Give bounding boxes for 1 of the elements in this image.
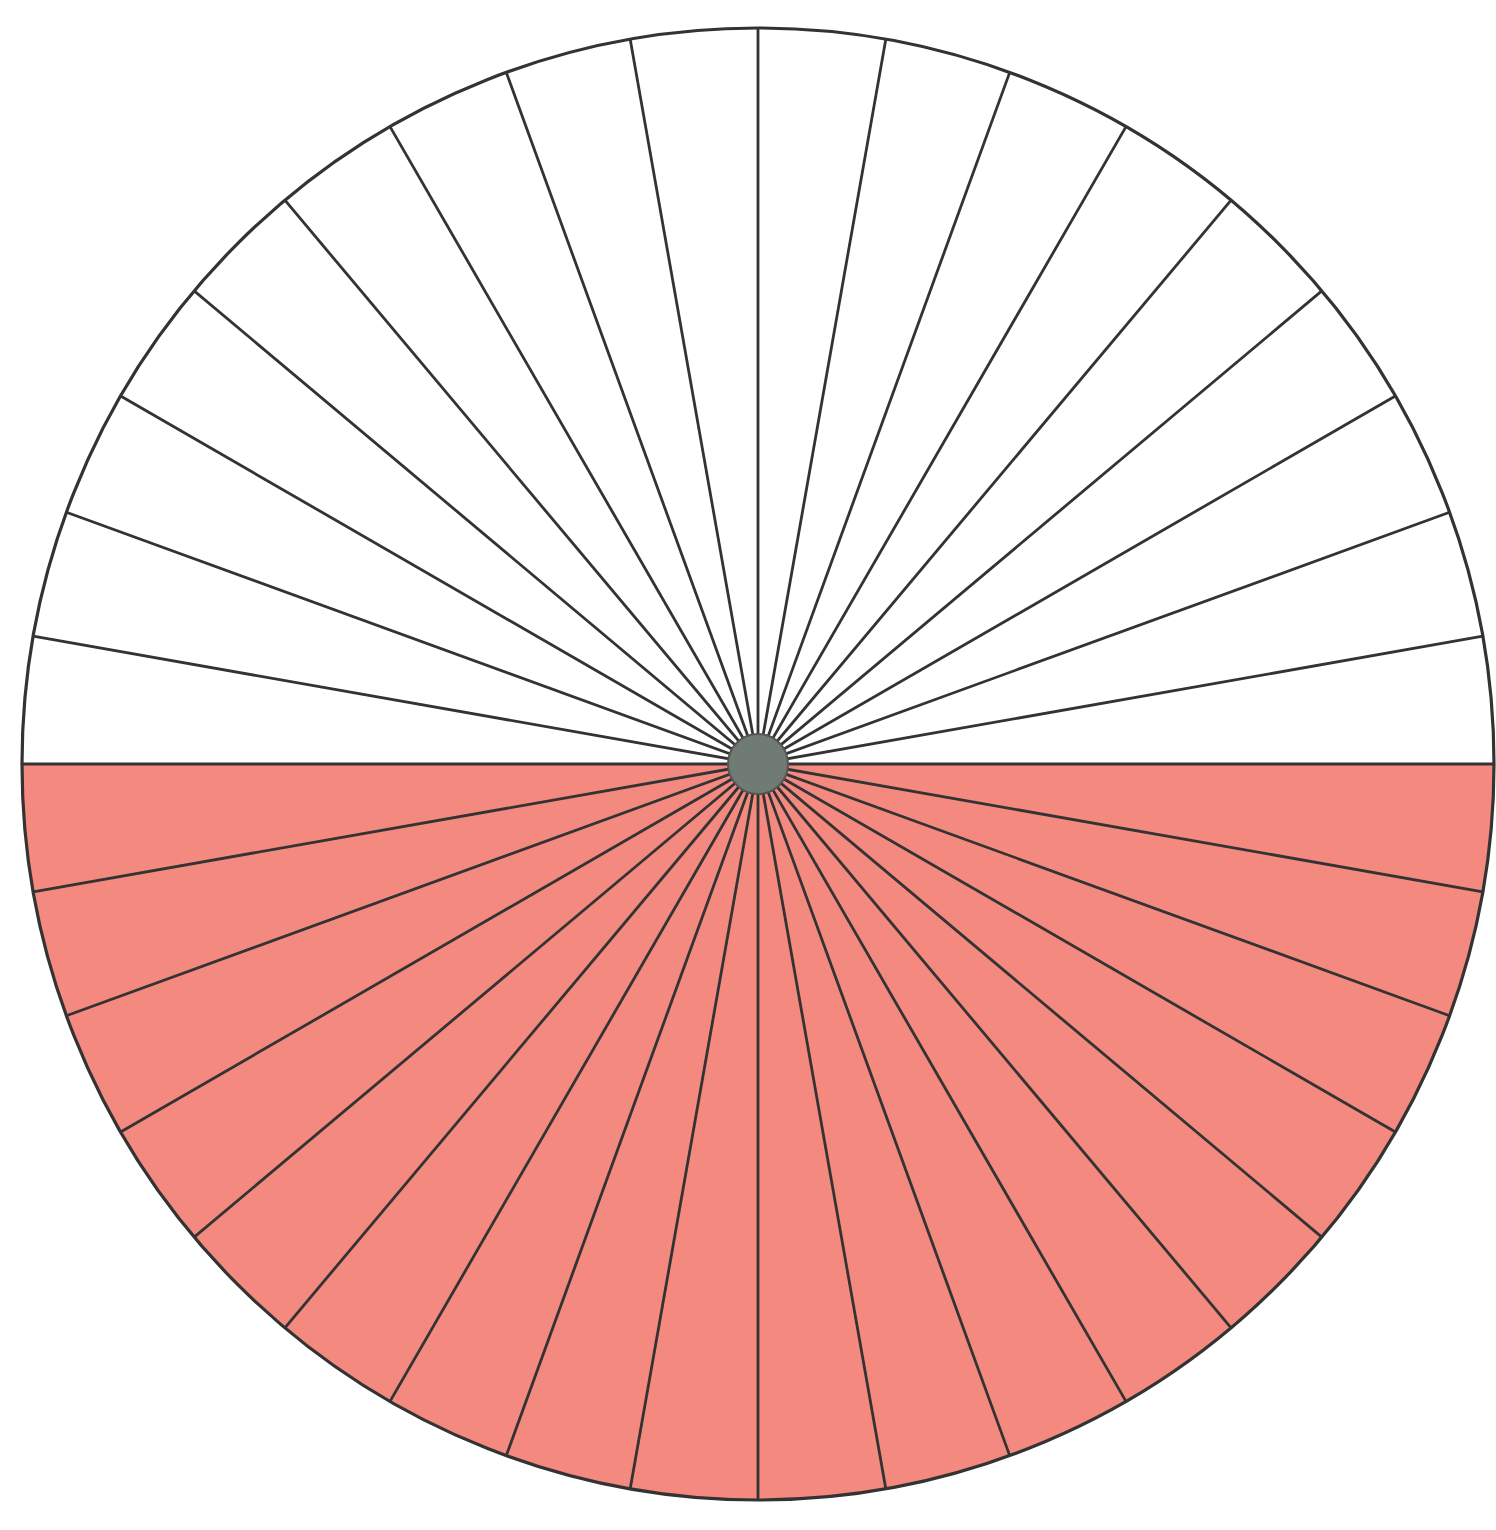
- sector-circle-drawing: [20, 26, 1496, 1502]
